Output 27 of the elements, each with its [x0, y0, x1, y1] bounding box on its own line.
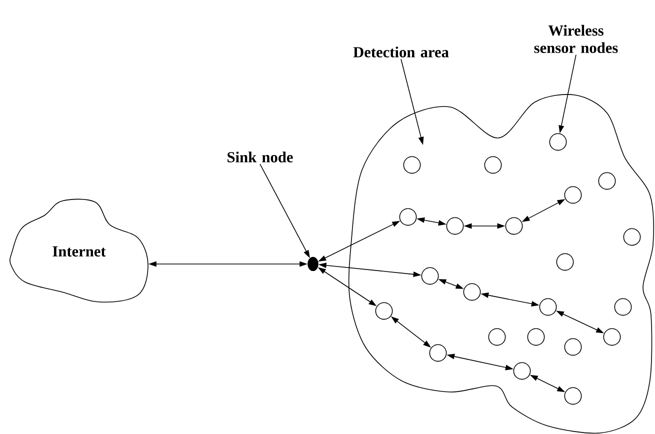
sensor-node-circle: [556, 253, 574, 271]
callout-label: Wireless sensor nodes: [534, 24, 618, 54]
sensor-node-circle: [505, 217, 523, 235]
sensor-node-circle: [488, 328, 506, 346]
sensor-node-circle: [403, 156, 421, 174]
sensor-node-circle: [421, 267, 439, 285]
callout-label: Sink node: [228, 152, 293, 162]
sensor-node-circle: [375, 302, 393, 320]
detection-area-cloud: [348, 94, 654, 434]
sensor-node-circle: [429, 344, 447, 362]
sensor-node-circle: [484, 156, 502, 174]
sensor-node-circle: [598, 172, 616, 190]
sensor-node-circle: [513, 362, 531, 380]
sensor-node-circle: [564, 186, 582, 204]
sensor-node-circle: [614, 298, 632, 316]
sensor-node-circle: [399, 208, 417, 226]
sensor-node-circle: [527, 328, 545, 346]
sensor-node-circle: [446, 217, 464, 235]
sensor-node-circle: [623, 228, 641, 246]
callout-label: Detection area: [353, 46, 449, 58]
sensor-node-circle: [564, 387, 582, 405]
sensor-node-circle: [539, 298, 557, 316]
sensor-node-circle: [564, 338, 582, 356]
sensor-node-circle: [549, 133, 567, 151]
sensor-node-circle: [463, 283, 481, 301]
internet-cloud: Internet: [10, 198, 148, 302]
sensor-node-circle: [603, 328, 621, 346]
